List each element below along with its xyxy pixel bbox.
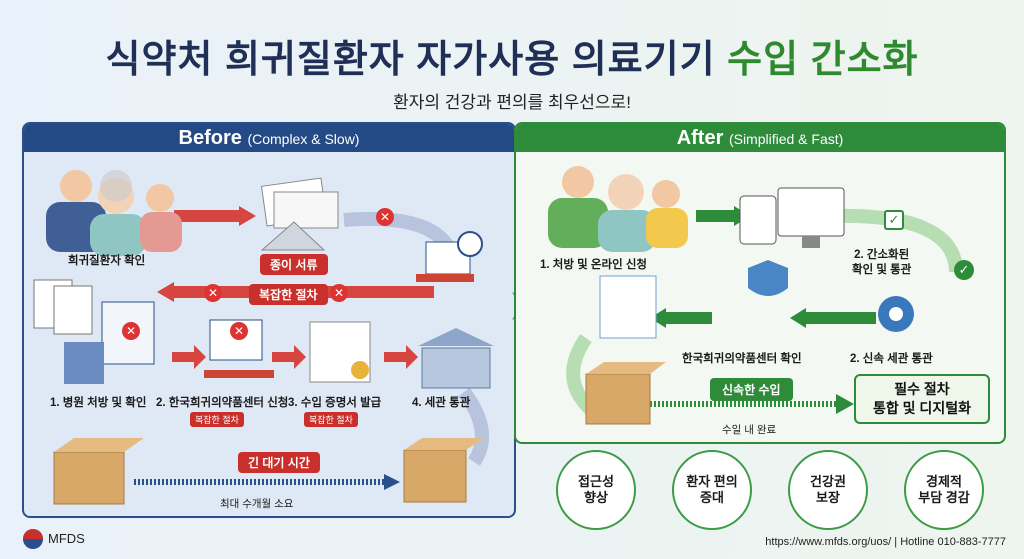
before-step-arrow-3 [384, 345, 418, 369]
before-back-arrow-head [157, 282, 174, 302]
reject-icon-1: ✕ [376, 208, 394, 226]
after-step-1-label: 1. 처방 및 온라인 신청 [540, 259, 648, 271]
before-arrow-1-head [239, 206, 256, 226]
after-header: After (Simplified & Fast) [516, 124, 1004, 152]
page-title: 식약처 희귀질환자 자가사용 의료기기 수입 간소화 [0, 28, 1024, 83]
footer-hotline: Hotline 010-883-7777 [900, 536, 1006, 548]
happy-box-illustration [585, 362, 666, 425]
before-step-2-tag: 복잡한 절차 [190, 412, 244, 427]
after-step-2-label: 2. 간소화된 확인 및 통관 [852, 249, 912, 276]
after-curve-1 [825, 208, 963, 273]
title-main: 식약처 희귀질환자 자가사용 의료기기 [105, 39, 716, 81]
after-arrow-3-head [650, 308, 666, 328]
center-label: 한국희귀의약품센터 확인 [682, 353, 802, 365]
wait-tag: 긴 대기 시간 [238, 452, 320, 473]
computer-illustration [739, 187, 845, 248]
gear-illustration [878, 296, 914, 332]
paper-stack-illustration [260, 177, 339, 251]
footer-separator: | [894, 536, 898, 548]
after-header-title: After [676, 127, 724, 149]
wait-caption: 최대 수개월 소요 [220, 498, 294, 510]
before-header-title: Before [178, 127, 242, 149]
before-step-arrow-2 [272, 345, 306, 369]
before-family-illustration [46, 170, 182, 256]
before-flow-graphics [33, 170, 494, 505]
benefit-cost: 경제적 부담 경감 [904, 450, 984, 530]
gate-clock-illustration [416, 231, 483, 282]
patient-label: 희귀질환자 확인 [68, 255, 146, 267]
after-arrow-2-head [790, 308, 806, 328]
fast-arrow-head [836, 394, 854, 414]
customs-building-illustration [418, 328, 494, 389]
before-curve-2 [458, 387, 489, 466]
documents-illustration [33, 279, 155, 384]
page-subtitle: 환자의 건강과 편의를 최우선으로! [393, 93, 631, 112]
benefit-accessibility: 접근성 향상 [556, 450, 636, 530]
wait-arrow-head [384, 474, 400, 490]
approved-check-icon: ✓ [884, 210, 904, 230]
mfds-label: MFDS [48, 531, 85, 546]
before-step-4-label: 4. 세관 통관 [412, 397, 471, 409]
before-step-3-tag: 복잡한 절차 [304, 412, 358, 427]
before-panel: Before (Complex & Slow) [22, 122, 516, 518]
before-step-arrow-1 [172, 345, 206, 369]
mfds-logo-icon [23, 529, 43, 549]
reject-icon-5: ✕ [230, 322, 248, 340]
before-header: Before (Complex & Slow) [24, 124, 514, 152]
digital-doc-illustration [599, 275, 657, 339]
before-step-2-label: 2. 한국희귀의약품센터 신청 [156, 397, 289, 409]
customs-label: 2. 신속 세관 통관 [850, 353, 933, 365]
reject-icon-2: ✕ [204, 284, 222, 302]
box-illustration [403, 438, 484, 503]
before-step-1-label: 1. 병원 처방 및 확인 [50, 397, 147, 409]
footer-link[interactable]: https://www.mfds.org/uos/ [765, 536, 892, 548]
after-family-illustration [548, 166, 688, 252]
after-header-sub: (Simplified & Fast) [728, 131, 844, 147]
footer-contact: https://www.mfds.org/uos/ | Hotline 010-… [765, 536, 1006, 548]
before-step-3-label: 3. 수입 증명서 발급 [288, 397, 382, 409]
after-flow-graphics [548, 166, 963, 425]
complex-tag: 복잡한 절차 [249, 284, 328, 305]
title-highlight: 수입 간소화 [727, 39, 919, 81]
reject-icon-3: ✕ [330, 284, 348, 302]
fast-caption: 수일 내 완료 [722, 424, 777, 436]
sad-box-illustration [53, 438, 144, 505]
benefit-convenience: 환자 편의 증대 [672, 450, 752, 530]
after-panel: After (Simplified & Fast) [514, 122, 1006, 444]
digital-box: 필수 절차 통합 및 디지털화 [854, 374, 990, 424]
before-header-sub: (Complex & Slow) [247, 131, 360, 147]
benefit-health-right: 건강권 보장 [788, 450, 868, 530]
step3-illustration [309, 321, 371, 383]
paper-tag: 종이 서류 [260, 254, 328, 275]
check-icon: ✓ [954, 260, 974, 280]
reject-icon-4: ✕ [122, 322, 140, 340]
fast-tag: 신속한 수입 [710, 378, 793, 401]
center-shield-illustration [748, 260, 788, 296]
